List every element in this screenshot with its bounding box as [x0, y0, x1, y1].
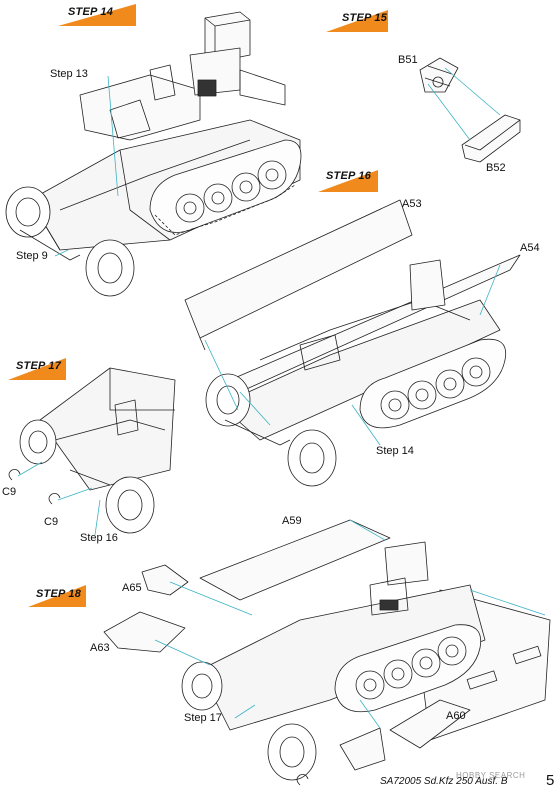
step-16-label: STEP 16	[326, 170, 372, 182]
step-14-label: STEP 14	[68, 6, 114, 18]
step-17-detail	[8, 367, 176, 534]
callout-step-14: Step 14	[376, 445, 414, 457]
callout-a65: A65	[122, 582, 142, 594]
step-17-leaders	[17, 461, 101, 536]
step-14-leaders	[54, 75, 119, 257]
step-16-leaders	[204, 264, 501, 446]
callout-a54: A54	[520, 242, 540, 254]
callout-a59: A59	[282, 515, 302, 527]
callout-a60: A60	[446, 710, 466, 722]
footer-code: SA72005 Sd.Kfz 250 Ausf. B	[380, 776, 508, 787]
step-15-label: STEP 15	[342, 12, 388, 24]
callout-b52: B52	[486, 162, 506, 174]
callout-b51: B51	[398, 54, 418, 66]
callout-a53: A53	[402, 198, 422, 210]
step-15-parts	[419, 57, 521, 163]
callout-c9-b: C9	[44, 516, 59, 528]
callout-a63: A63	[90, 642, 110, 654]
page-number: 5	[546, 772, 555, 789]
step-16-vehicle	[184, 199, 521, 487]
callout-step-13: Step 13	[50, 68, 88, 80]
callout-step-17: Step 17	[184, 712, 222, 724]
step-18-leaders	[154, 519, 546, 729]
callout-step-9: Step 9	[16, 250, 48, 262]
step-15-leaders	[427, 67, 501, 141]
step-14-vehicle	[5, 11, 302, 297]
step-17-label: STEP 17	[16, 360, 62, 372]
step-18-label: STEP 18	[36, 588, 82, 600]
step-18-vehicle	[103, 519, 551, 786]
callout-c9-a: C9	[2, 486, 17, 498]
callout-step-16: Step 16	[80, 532, 118, 544]
watermark: HOBBY SEARCH	[456, 771, 526, 780]
